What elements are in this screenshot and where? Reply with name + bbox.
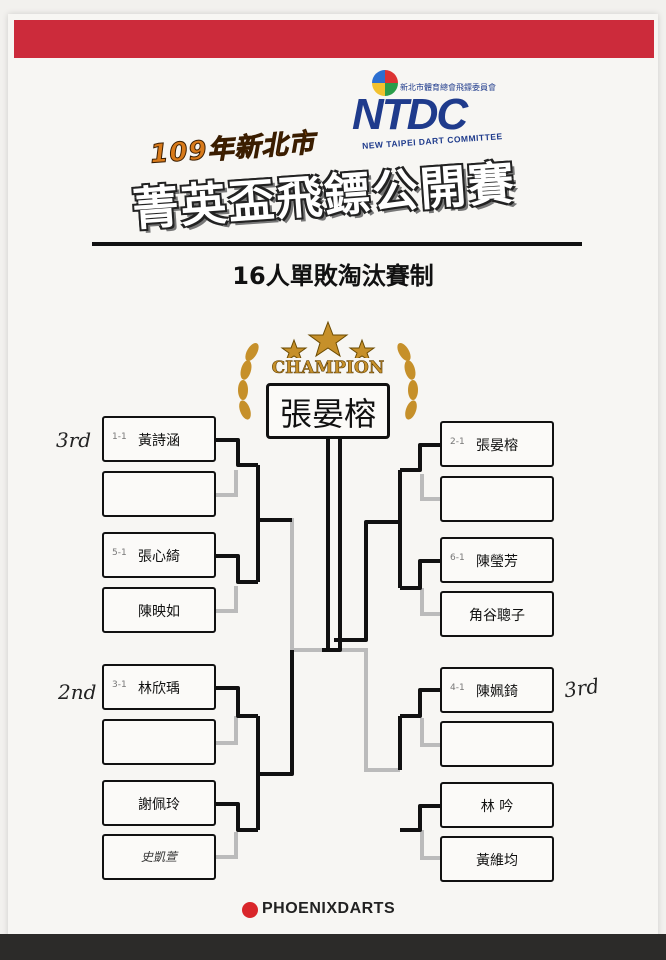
player-name: 角谷聰子 [469,608,525,624]
player-name: 陳姵錡 [476,684,518,700]
right-slot-1: 2-1 張晏榕 [440,421,554,467]
seed-label: 6-1 [450,553,465,563]
red-banner [14,20,654,58]
left-slot-5: 3-1 林欣瑀 [102,664,216,710]
player-name: 張晏榕 [476,438,518,454]
sponsor-name: PHOENIXDARTS [262,900,396,917]
player-name: 黃詩涵 [138,433,180,449]
seed-label: 4-1 [450,683,465,693]
star-icon [280,338,308,363]
left-slot-8: 史凱萱 [102,834,216,880]
org-tagline: 新北市體育總會飛鏢委員會 [400,83,496,92]
player-name: 林欣瑀 [138,681,180,697]
star-icon [307,320,349,358]
ntdc-emblem-icon [372,70,398,96]
header-rule [92,242,582,246]
third-place-note-right: 3rd [562,673,601,703]
right-slot-2 [440,476,554,522]
phoenix-logo-icon [242,902,258,918]
player-name: 張心綺 [138,549,180,565]
champion-label: CHAMPION [264,358,392,384]
player-name: 陳瑩芳 [476,554,518,570]
star-icon [348,338,376,363]
bottom-edge [0,934,666,960]
second-place-note: 2nd [58,680,97,704]
left-slot-6 [102,719,216,765]
champion-box: 張晏榕 [266,383,390,439]
seed-label: 5-1 [112,548,127,558]
left-slot-2 [102,471,216,517]
left-slot-3: 5-1 張心綺 [102,532,216,578]
left-slot-7: 謝佩玲 [102,780,216,826]
seed-label: 2-1 [450,437,465,447]
player-name: 黃維均 [476,853,518,869]
ntdc-logo-text: NTDC [352,90,468,139]
left-slot-4: 陳映如 [102,587,216,633]
format-subtitle: 16人單敗淘汰賽制 [232,262,434,290]
player-name: 謝佩玲 [138,797,180,813]
seed-label: 1-1 [112,432,127,442]
right-slot-7: 林 吟 [440,782,554,828]
seed-label: 3-1 [112,680,127,690]
third-place-note-left: 3rd [56,428,92,452]
player-name: 史凱萱 [140,850,177,864]
right-slot-8: 黃維均 [440,836,554,882]
right-slot-6 [440,721,554,767]
player-name: 陳映如 [138,604,180,620]
right-slot-3: 6-1 陳瑩芳 [440,537,554,583]
player-name: 林 吟 [480,799,514,815]
right-slot-5: 4-1 陳姵錡 [440,667,554,713]
laurel-icon [238,342,418,420]
right-slot-4: 角谷聰子 [440,591,554,637]
left-slot-1: 1-1 黃詩涵 [102,416,216,462]
